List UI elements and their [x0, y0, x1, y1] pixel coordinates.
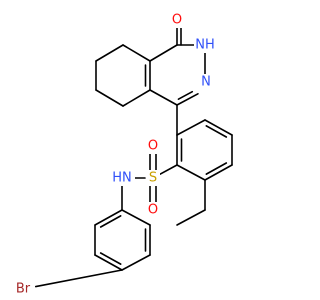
atom-labels: O NH N S O O HN Br: [13, 12, 218, 297]
bond-b1-b2: [121, 209, 151, 226]
bond-a6-s: [159, 164, 178, 175]
bond-b3-b4: [121, 254, 151, 271]
bond-a2-a3: [204, 119, 233, 136]
bond-c1-n2: [176, 92, 199, 106]
atom-sulfonyl-oxygen-top: O: [148, 139, 158, 154]
bond-b4-b5-double: [99, 252, 122, 265]
bond-b4-br: [34, 269, 123, 288]
bond-c8a-c1: [149, 89, 178, 106]
atom-ring-nitrogen: N: [201, 75, 211, 90]
bond-c8-c8a: [122, 89, 151, 107]
atom-sulfonamide-nh: HN: [112, 171, 132, 186]
bond-c4a-c5: [122, 44, 151, 62]
atom-sulfur: S: [149, 171, 157, 186]
bond-c4-c4a: [149, 44, 178, 62]
atom-sulfonyl-oxygen-bottom: O: [148, 203, 158, 218]
bond-b6-b1: [94, 209, 123, 226]
bond-a5-a6: [176, 164, 206, 181]
bond-lines: [34, 27, 233, 288]
bond-ethyl-ch3: [176, 209, 206, 226]
bond-b6-b1-double: [99, 215, 122, 228]
bond-a1-a2: [176, 119, 206, 136]
bond-c5-c6: [95, 44, 124, 62]
bond-c1-n2-double: [177, 90, 194, 100]
bond-a2-a3-double: [205, 125, 228, 138]
bond-a4-a5-double: [205, 162, 228, 175]
atom-amide-nh: NH: [195, 38, 215, 53]
bond-b4-b5: [94, 254, 123, 271]
atom-carbonyl-oxygen: O: [172, 13, 182, 28]
atom-bromine: Br: [16, 282, 31, 297]
bond-c7-c8: [95, 89, 124, 107]
molecule-structure-diagram: O NH N S O O HN Br: [13, 12, 233, 297]
bond-a4-a5: [204, 164, 233, 181]
